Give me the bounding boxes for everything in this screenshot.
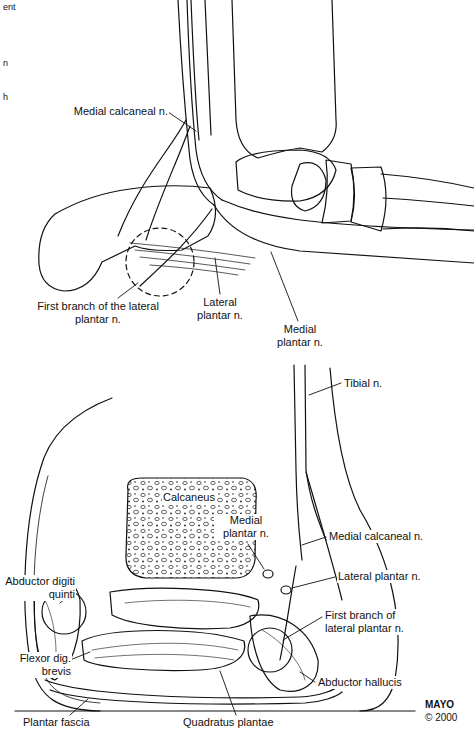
nerve bbox=[191, 0, 199, 140]
leader-line bbox=[70, 699, 88, 715]
metatarsal bbox=[381, 174, 474, 188]
flexor-digitorum-brevis bbox=[82, 631, 245, 671]
leader-line bbox=[215, 258, 220, 294]
tibial-nerve bbox=[294, 365, 302, 560]
cuneiform bbox=[351, 167, 386, 231]
cuneiform bbox=[322, 160, 354, 223]
part-label: Lateral plantar n. bbox=[337, 570, 422, 583]
leader-line bbox=[118, 112, 298, 321]
tibia bbox=[232, 0, 336, 158]
quadratus-plantae bbox=[110, 588, 259, 628]
medial-calcaneal-nerve bbox=[118, 120, 186, 236]
part-label: Medial calcaneal n. bbox=[328, 530, 424, 543]
copyright-mark: MAYO bbox=[424, 699, 455, 711]
page-fragment: h bbox=[2, 92, 9, 103]
page-fragment: ent bbox=[2, 2, 17, 13]
part-label: Medial calcaneal n. bbox=[52, 105, 169, 118]
muscle-fibres bbox=[45, 600, 305, 680]
nerve-site-circle bbox=[248, 628, 292, 672]
part-label: Plantar fascia bbox=[22, 716, 91, 729]
part-label: Quadratus plantae bbox=[182, 716, 275, 729]
anatomy-illustration bbox=[15, 0, 474, 715]
nerve bbox=[178, 0, 214, 205]
first-branch-nerve bbox=[140, 209, 212, 286]
metatarsal bbox=[383, 198, 474, 206]
part-label: Lateral plantar n. bbox=[188, 296, 252, 322]
plantar-fascia bbox=[45, 680, 340, 698]
leader-line bbox=[309, 383, 341, 395]
plantar-fascia bbox=[50, 690, 342, 704]
talus bbox=[236, 150, 336, 201]
leader-line bbox=[220, 671, 236, 715]
part-label: Abductor hallucis bbox=[317, 676, 403, 689]
leader-line bbox=[302, 537, 326, 545]
part-label: Medial plantar n. bbox=[268, 323, 332, 349]
leader-line bbox=[70, 652, 90, 660]
copyright-mark: © 2000 bbox=[424, 712, 458, 724]
part-label: Flexor dig. brevis bbox=[8, 652, 72, 678]
part-label: First branch of the lateral plantar n. bbox=[36, 300, 160, 326]
leader-line bbox=[60, 383, 341, 715]
navicular bbox=[292, 163, 326, 211]
medial-calcaneal-nerve bbox=[146, 126, 190, 240]
first-branch-nerve bbox=[280, 566, 296, 660]
part-label: Abductor digiti quinti bbox=[2, 575, 76, 601]
part-label: Calcaneus bbox=[162, 491, 216, 504]
dashed-circle bbox=[126, 228, 194, 296]
nerve bbox=[187, 0, 222, 200]
leader-line bbox=[168, 112, 196, 131]
medial-plantar-nerve bbox=[263, 570, 273, 578]
lateral-plantar-nerve bbox=[214, 205, 474, 263]
abductor-hallucis bbox=[250, 615, 318, 691]
leader-line bbox=[118, 283, 138, 298]
leader-line bbox=[283, 617, 322, 640]
calcaneus-bone bbox=[39, 186, 216, 291]
leader-line bbox=[271, 252, 298, 321]
part-label: Medial plantar n. bbox=[214, 514, 278, 540]
leader-line bbox=[292, 577, 335, 588]
leader-line bbox=[300, 672, 315, 682]
part-label: Tibial n. bbox=[343, 377, 383, 390]
tibial-nerve bbox=[305, 365, 326, 540]
medial-plantar-nerve bbox=[222, 200, 474, 230]
foot-medial-view bbox=[39, 0, 474, 321]
leader-line bbox=[248, 544, 264, 569]
page-fragment: n bbox=[2, 58, 9, 69]
muscle-fibres bbox=[130, 243, 255, 275]
lateral-plantar-nerve bbox=[281, 586, 291, 594]
fibula bbox=[205, 0, 211, 135]
part-label: First branch of lateral plantar n. bbox=[324, 609, 428, 635]
